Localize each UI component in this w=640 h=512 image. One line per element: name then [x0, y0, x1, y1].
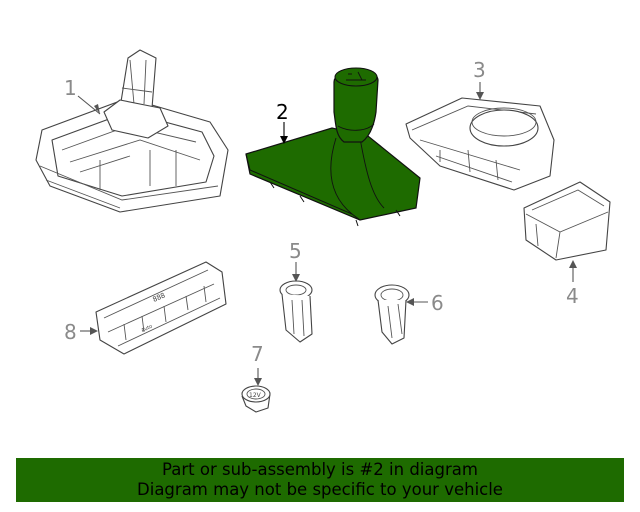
callout-6: 6 [431, 291, 444, 315]
callout-2: 2 [276, 100, 289, 124]
banner-line-2: Diagram may not be specific to your vehi… [137, 480, 503, 499]
callout-4: 4 [566, 284, 579, 308]
callout-5: 5 [289, 239, 302, 263]
part-7-power-socket[interactable]: 12V [241, 385, 271, 413]
part-4-switch-module[interactable] [523, 181, 611, 261]
socket-label: 12V [249, 392, 262, 399]
callout-3: 3 [473, 58, 486, 82]
callout-8: 8 [64, 320, 77, 344]
part-8-climate-control[interactable]: 888 Auto [95, 261, 227, 355]
callout-7: 7 [251, 342, 264, 366]
part-3-controller-console[interactable] [405, 97, 555, 191]
climate-auto-label: Auto [140, 324, 153, 334]
part-1-gear-selector[interactable] [35, 49, 229, 213]
part-2-shift-knob-boot[interactable] [245, 67, 421, 227]
part-5-socket-bezel[interactable] [279, 280, 313, 343]
callout-1: 1 [64, 76, 77, 100]
banner-line-1: Part or sub-assembly is #2 in diagram [162, 460, 478, 479]
info-banner: Part or sub-assembly is #2 in diagram Di… [16, 458, 624, 502]
part-6-socket-housing[interactable] [374, 284, 410, 345]
